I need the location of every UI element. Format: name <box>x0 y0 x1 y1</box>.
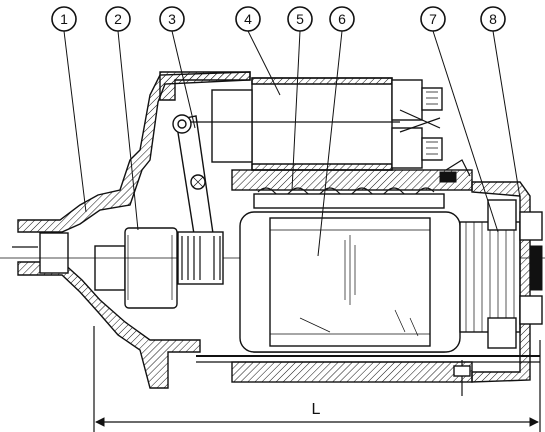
callout-7: 7 <box>420 6 446 32</box>
callout-1: 1 <box>51 6 77 32</box>
overrunning-clutch <box>177 231 224 285</box>
callout-label: 5 <box>296 11 304 27</box>
callout-2: 2 <box>105 6 131 32</box>
callout-label: 1 <box>60 11 68 27</box>
callout-3: 3 <box>159 6 185 32</box>
dimension-label: L <box>312 401 321 418</box>
callout-label: 2 <box>114 11 122 27</box>
callout-4: 4 <box>235 6 261 32</box>
callout-label: 4 <box>244 11 252 27</box>
armature <box>239 211 461 353</box>
callout-5: 5 <box>287 6 313 32</box>
callout-label: 6 <box>338 11 346 27</box>
through-bolt <box>196 355 540 363</box>
callout-label: 8 <box>489 11 497 27</box>
leader-lines <box>63 30 521 257</box>
drive-pinion <box>94 227 178 309</box>
callout-6: 6 <box>329 6 355 32</box>
callout-8: 8 <box>480 6 506 32</box>
dimension-line-l: L <box>93 326 541 432</box>
solenoid-switch <box>159 71 443 171</box>
callout-label: 3 <box>168 11 176 27</box>
callout-label: 7 <box>429 11 437 27</box>
commutator <box>439 159 521 349</box>
